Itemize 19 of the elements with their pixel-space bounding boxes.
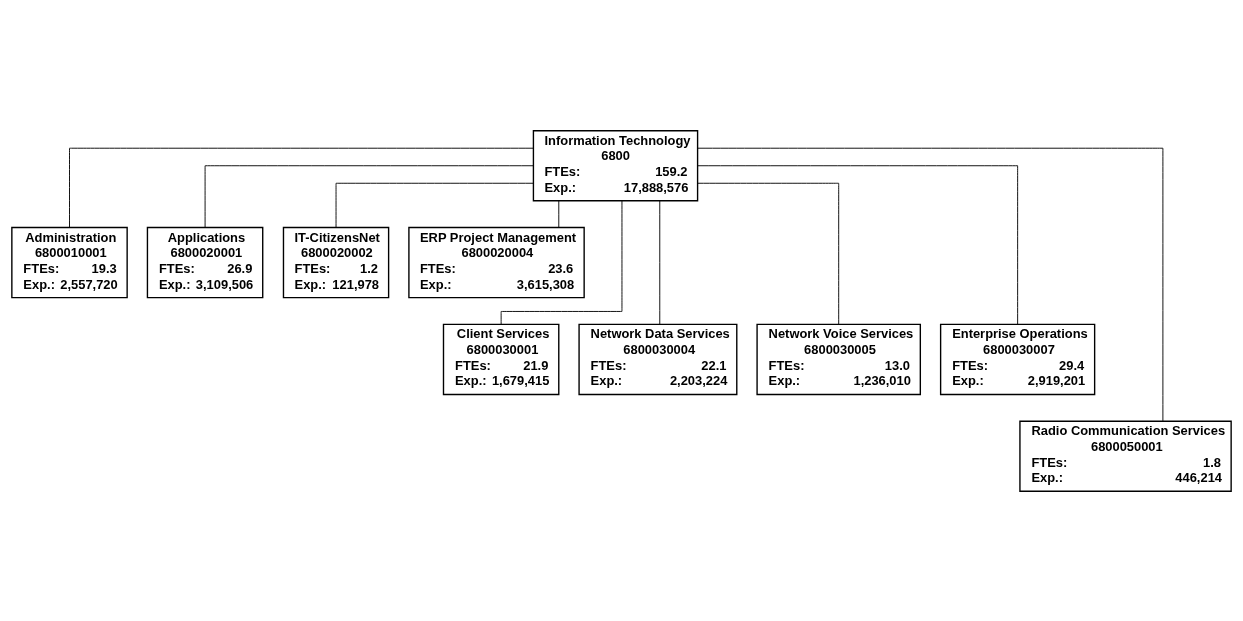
connector [697, 182, 840, 325]
node-box: IT-CitizensNet 6800020002 FTEs: 1.2 Exp.: 121,978 [282, 226, 390, 298]
connector [69, 147, 534, 228]
node-box: ERP Project Management 6800020004 FTEs: 23.6 Exp.: 3,615,308 [408, 226, 585, 298]
node-box: Client Services 6800030001 FTEs: 21.9 Exp.: 1,679,415 [442, 323, 560, 395]
connector [659, 199, 661, 325]
connector [204, 164, 534, 228]
connector [697, 147, 1164, 421]
connector [335, 182, 534, 228]
node-box: Enterprise Operations 6800030007 FTEs: 29.4 Exp.: 2,919,201 [939, 323, 1096, 395]
connector [558, 200, 560, 228]
node-box: Administration 6800010001 FTEs: 19.3 Exp.: 2,557,720 [11, 226, 128, 298]
node-box: Radio Communication Services 6800050001 FTEs: 1.8 Exp.: 446,214 [1019, 420, 1232, 492]
node-box: Applications 6800020001 FTEs: 26.9 Exp.: 3,109,506 [146, 226, 264, 298]
connector [697, 164, 1019, 325]
node-box: Network Data Services 6800030004 FTEs: 22.1 Exp.: 2,203,224 [578, 323, 738, 395]
connector [500, 200, 623, 325]
node-box: Network Voice Services 6800030005 FTEs: 13.0 Exp.: 1,236,010 [756, 323, 922, 395]
node-box: Information Technology 6800 FTEs: 159.2 Exp.: 17,888,576 [532, 129, 699, 201]
